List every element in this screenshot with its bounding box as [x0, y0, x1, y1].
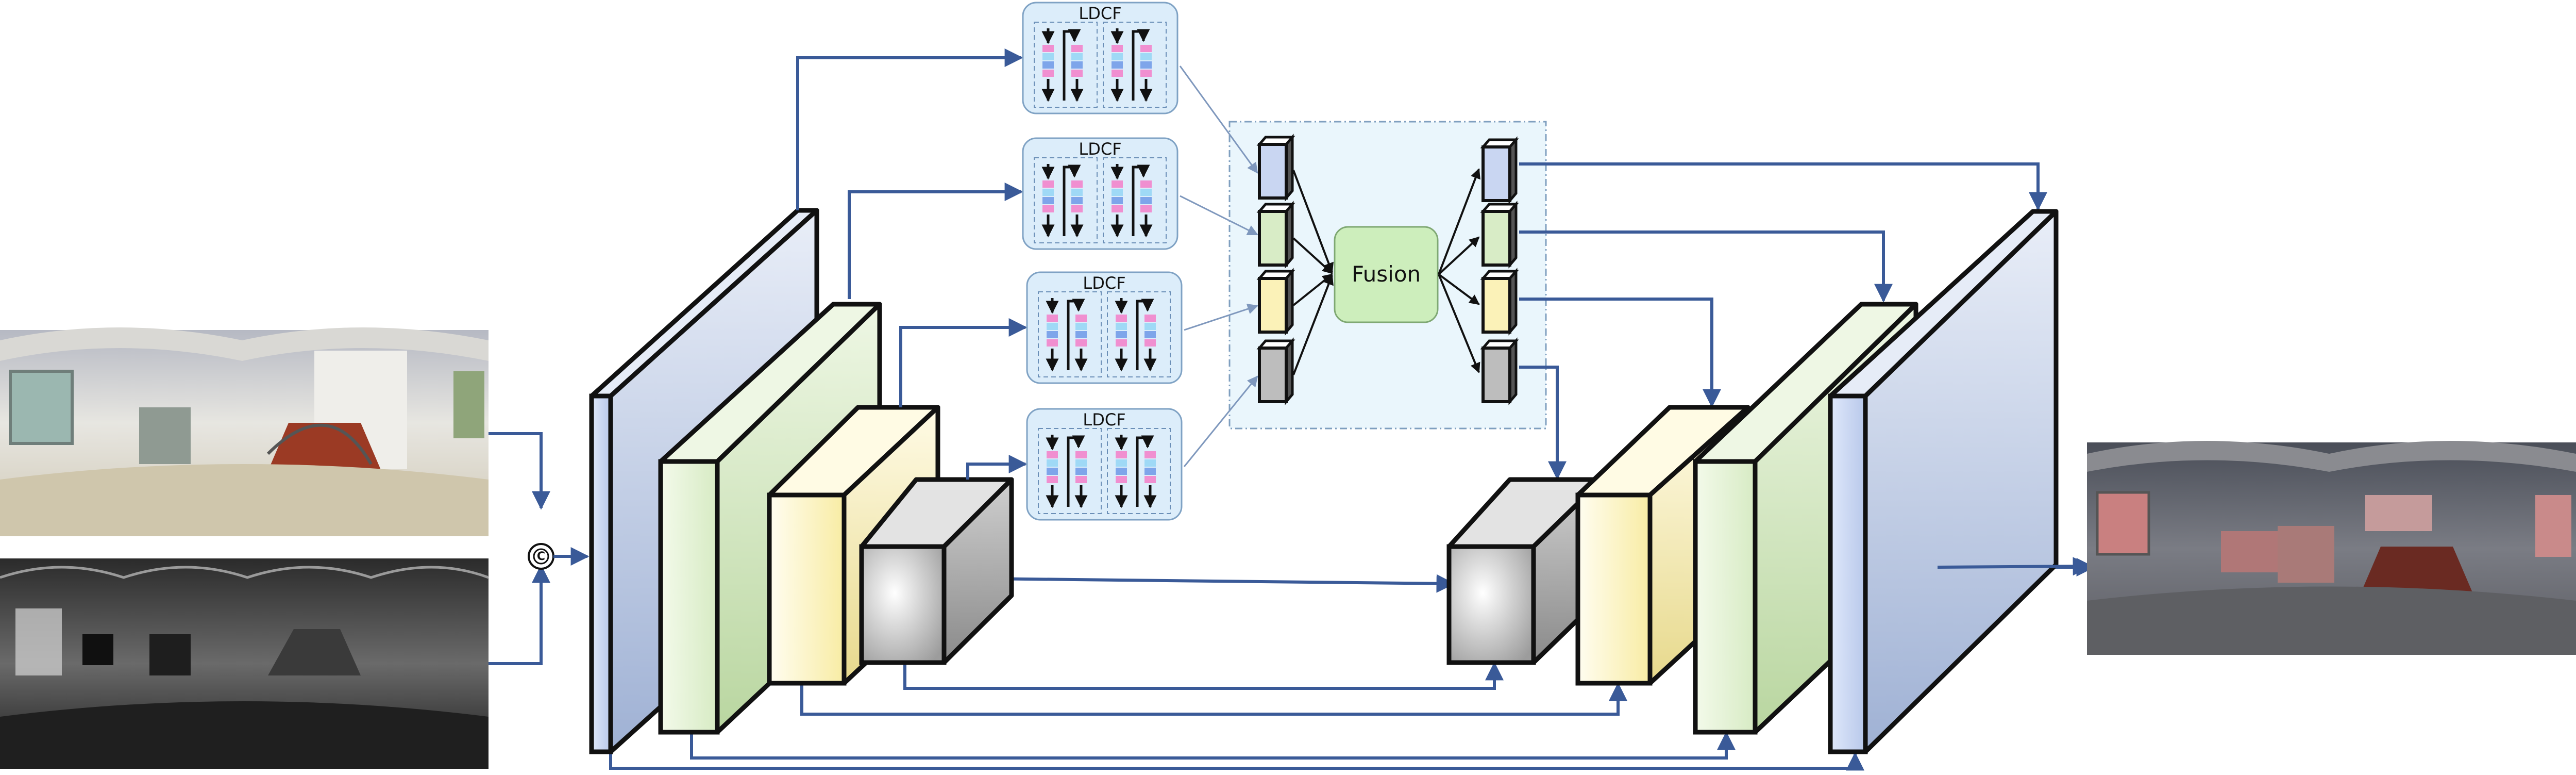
output-enhanced-panorama — [2087, 441, 2576, 655]
ldcf-label: LDCF — [1079, 139, 1121, 159]
ldcf-label: LDCF — [1079, 4, 1121, 23]
fusion-input-features — [1256, 134, 1295, 405]
encoder-stage-2 — [658, 302, 882, 735]
output-arrow — [1937, 557, 2092, 576]
ldcf-block-4: LDCF — [1027, 409, 1182, 520]
features-to-decoder-arrows — [1519, 162, 2047, 480]
encoder-to-ldcf-arrows — [796, 48, 1028, 480]
encoder-stage-4 — [859, 477, 1014, 665]
ldcf-to-features-arrows — [1179, 65, 1258, 467]
ldcf-label: LDCF — [1083, 410, 1125, 430]
input-panorama-image — [0, 327, 489, 536]
fusion-block: Fusion — [1334, 226, 1439, 323]
decoder-stage-1 — [1828, 209, 2059, 754]
ldcf-block-3: LDCF — [1027, 272, 1182, 383]
ldcf-block-2: LDCF — [1023, 138, 1177, 249]
input-grayscale-panorama — [0, 558, 489, 769]
fusion-label: Fusion — [1352, 261, 1421, 287]
features-to-fusion-arrows — [1292, 170, 1334, 375]
fusion-to-features-arrows — [1438, 168, 1480, 373]
ldcf-label: LDCF — [1083, 273, 1125, 293]
ldcf-block-1: LDCF — [1023, 3, 1177, 113]
fusion-output-features — [1480, 136, 1519, 405]
concat-symbol: C — [528, 543, 554, 570]
concat-symbol-label: C — [537, 550, 545, 563]
